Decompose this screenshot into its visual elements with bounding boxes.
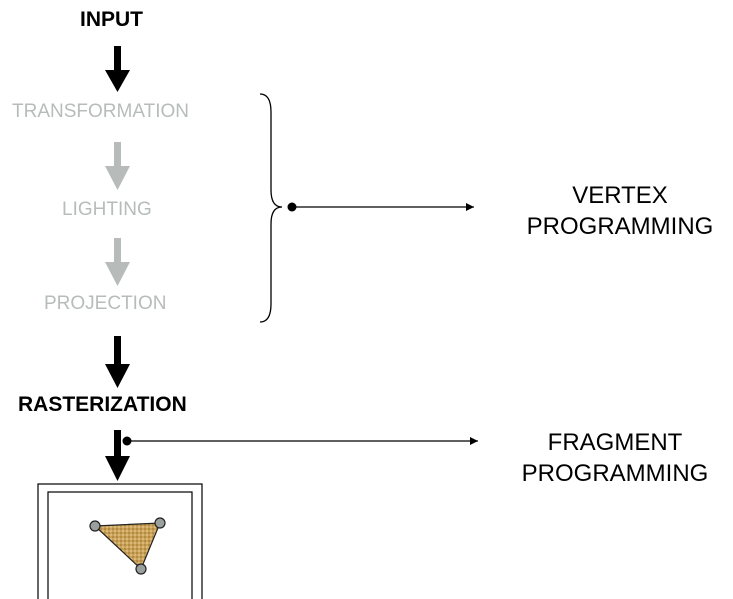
vertex-stages-brace (259, 93, 283, 323)
input-label: INPUT (80, 8, 143, 31)
transformation-label: TRANSFORMATION (12, 101, 189, 122)
arrow-rasterization-down (105, 430, 130, 481)
fragment-programming-line2: PROGRAMMING (521, 460, 709, 487)
fragment-programming-label: FRAGMENT PROGRAMMING (495, 427, 733, 489)
arrow-transformation-down (105, 142, 130, 190)
triangle-icon (89, 517, 166, 575)
vertex-programming-line2: PROGRAMMING (526, 213, 714, 240)
arrow-projection-down (105, 336, 130, 388)
fragment-programming-line1: FRAGMENT (547, 429, 683, 456)
arrow-input-down (105, 46, 130, 92)
vertex-programming-label: VERTEX PROGRAMMING (500, 180, 733, 242)
screen-frame-icon (37, 483, 203, 599)
lighting-label: LIGHTING (62, 199, 152, 220)
vertex-programming-line1: VERTEX (572, 182, 668, 209)
projection-label: PROJECTION (44, 293, 167, 314)
arrow-lighting-down (105, 238, 130, 286)
rasterization-label: RASTERIZATION (18, 393, 187, 416)
